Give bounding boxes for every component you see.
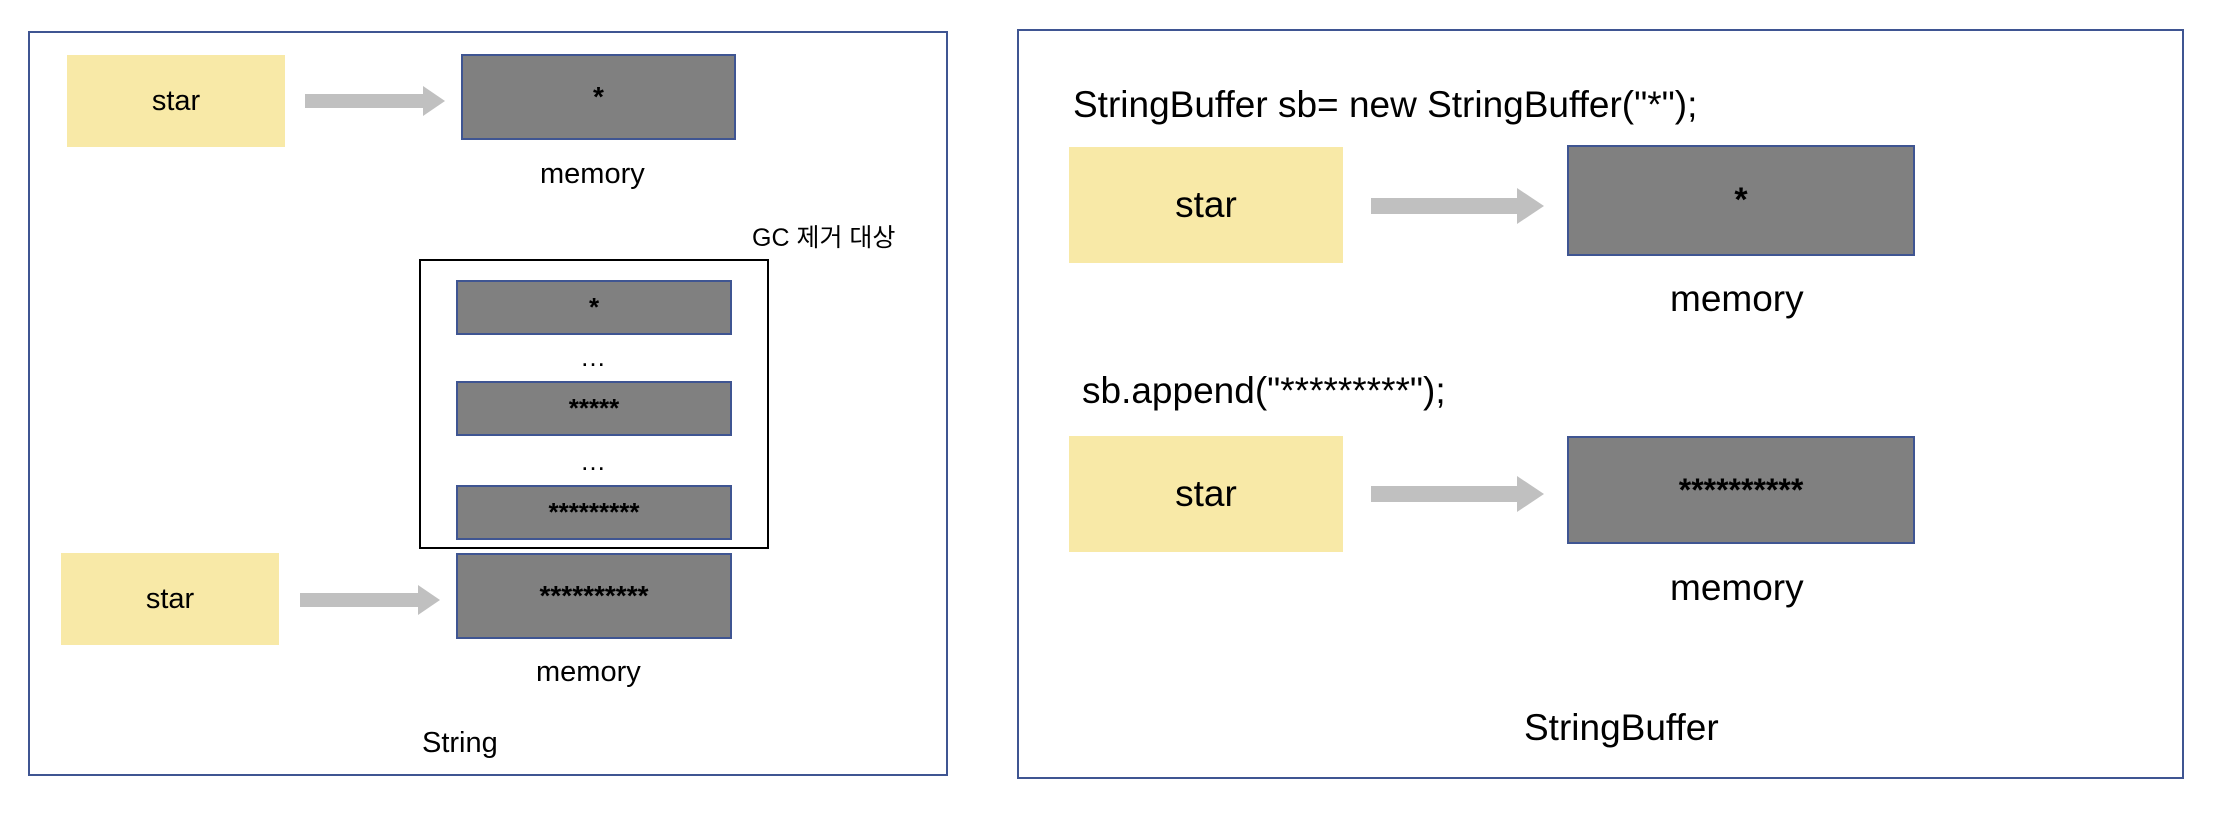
- string-top-memory-label: memory: [540, 158, 645, 190]
- memory-value: *: [1734, 181, 1748, 219]
- sb-memory-block-2: **********: [1567, 436, 1915, 544]
- memory-value: *****: [568, 393, 620, 423]
- memory-value: **********: [1678, 471, 1804, 508]
- gc-target-box: [419, 259, 769, 549]
- string-top-variable: star: [67, 55, 285, 147]
- code-line-append: sb.append("*********");: [1082, 370, 1446, 411]
- gc-label: GC 제거 대상: [752, 224, 896, 252]
- memory-value: *: [588, 292, 600, 322]
- stringbuffer-caption: StringBuffer: [1524, 707, 1719, 748]
- sb-memory-label-1: memory: [1670, 278, 1804, 319]
- gc-memory-block: *****: [456, 381, 732, 436]
- sb-memory-block-1: *: [1567, 145, 1915, 256]
- gc-memory-block: *: [456, 280, 732, 335]
- memory-value: *: [593, 81, 604, 112]
- gc-ellipsis: …: [580, 342, 606, 372]
- string-top-memory-block: *: [461, 54, 736, 140]
- variable-label: star: [1175, 184, 1237, 225]
- variable-label: star: [151, 84, 201, 117]
- variable-label: star: [145, 582, 195, 615]
- sb-arrow-2-icon: [1371, 476, 1544, 512]
- sb-memory-label-2: memory: [1670, 567, 1804, 608]
- string-caption: String: [422, 727, 498, 759]
- code-line-constructor: StringBuffer sb= new StringBuffer("*");: [1073, 84, 1698, 125]
- string-bottom-memory-label: memory: [536, 656, 641, 688]
- memory-value: *********: [548, 497, 640, 527]
- memory-value: **********: [539, 580, 649, 611]
- gc-ellipsis: …: [580, 446, 606, 476]
- sb-variable-1: star: [1069, 147, 1343, 263]
- string-top-arrow-icon: [305, 86, 445, 116]
- sb-arrow-1-icon: [1371, 188, 1544, 224]
- variable-label: star: [1175, 473, 1237, 514]
- gc-memory-block: *********: [456, 485, 732, 540]
- string-bottom-memory-block: **********: [456, 553, 732, 639]
- sb-variable-2: star: [1069, 436, 1343, 552]
- string-bottom-variable: star: [61, 553, 279, 645]
- string-bottom-arrow-icon: [300, 585, 440, 615]
